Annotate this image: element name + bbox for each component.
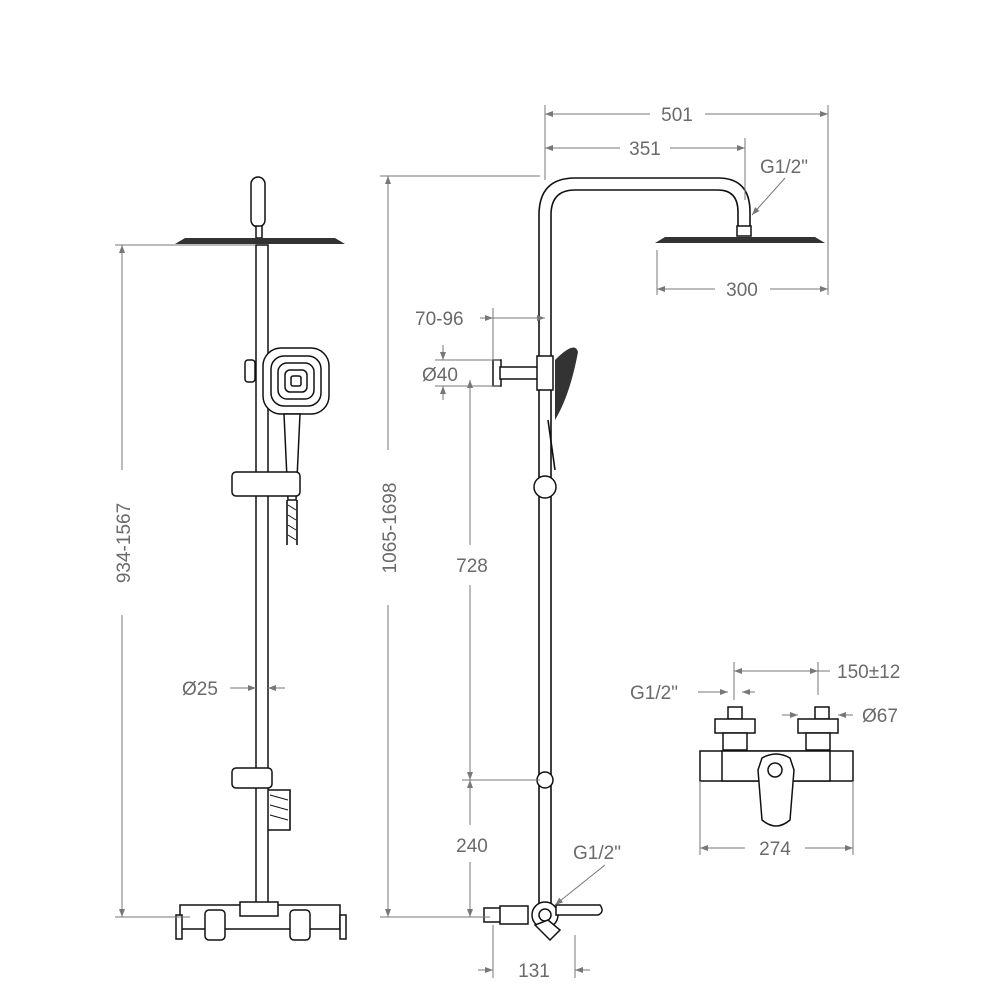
dimension-lower-length: 240 (456, 780, 488, 917)
head-connector-side (736, 225, 752, 237)
top-cap (250, 176, 266, 228)
dimension-head-thread: G1/2" (751, 157, 808, 216)
dim-head-diameter: 300 (726, 280, 758, 301)
slider-upper (231, 471, 301, 497)
dimension-height-side: 1065-1698 (380, 175, 540, 918)
dim-height-side: 1065-1698 (380, 483, 401, 574)
hand-shower-holder (244, 359, 256, 383)
dimension-pipe-diameter: Ø25 (182, 679, 285, 700)
dim-pipe-diameter: Ø25 (182, 679, 218, 700)
dimension-mixer-depth: 131 (478, 925, 590, 982)
dimension-wall-distance: 70-96 (415, 308, 545, 360)
dim-upper-length: 728 (456, 556, 488, 577)
mixer-view: 150±12 G1/2" Ø67 274 (630, 662, 900, 860)
dimension-bracket-diameter: Ø40 (422, 345, 500, 400)
front-view: 934-1567 Ø25 (114, 176, 347, 941)
dim-bracket-diameter: Ø40 (422, 365, 458, 386)
dimension-escutcheon-diameter: Ø67 (782, 706, 898, 727)
dim-inlet-thread-mixer: G1/2" (630, 683, 678, 704)
slider-side-upper (533, 475, 557, 499)
dim-mixer-depth: 131 (518, 961, 550, 982)
dim-wall-distance: 70-96 (415, 309, 464, 330)
rain-shower-head (175, 238, 345, 244)
dimension-inlet-thread-mixer: G1/2" (630, 683, 755, 704)
mixer-handle (757, 753, 795, 827)
dim-head-thread: G1/2" (760, 157, 808, 178)
thermostatic-mixer-front (175, 901, 347, 941)
dim-mixer-width: 274 (759, 839, 791, 860)
inlet-right (814, 706, 830, 720)
hand-shower (262, 347, 330, 545)
dimension-total-reach: 501 (544, 105, 829, 295)
dim-escutcheon-diameter: Ø67 (862, 706, 898, 727)
dim-front-height: 934-1567 (114, 503, 135, 583)
dimension-arm-reach: 351 (545, 138, 746, 200)
dim-inlet-thread-side: G1/2" (573, 843, 621, 864)
riser-pipe (255, 244, 269, 906)
side-view: 501 351 G1/2" 300 70-96 (380, 105, 829, 982)
dimension-upper-length: 728 (456, 380, 540, 781)
dimension-inlet-thread-side: G1/2" (554, 843, 621, 906)
hose-outlet (268, 789, 291, 831)
mixer-side (483, 901, 603, 942)
rain-shower-head-side (655, 237, 825, 243)
dimension-head-diameter: 300 (656, 250, 828, 301)
slider-lower (231, 767, 273, 789)
dim-total-reach: 501 (661, 105, 693, 126)
hand-shower-side (555, 347, 578, 420)
dim-arm-reach: 351 (629, 139, 661, 160)
wall-bracket (492, 355, 554, 391)
dimension-mixer-width: 274 (699, 781, 854, 860)
inlet-left (727, 706, 743, 720)
head-connector (255, 225, 263, 239)
dimension-inlet-spacing: 150±12 (733, 662, 900, 700)
dimension-front-height: 934-1567 (114, 244, 255, 918)
dim-inlet-spacing: 150±12 (837, 662, 900, 683)
dim-lower-length: 240 (456, 836, 488, 857)
